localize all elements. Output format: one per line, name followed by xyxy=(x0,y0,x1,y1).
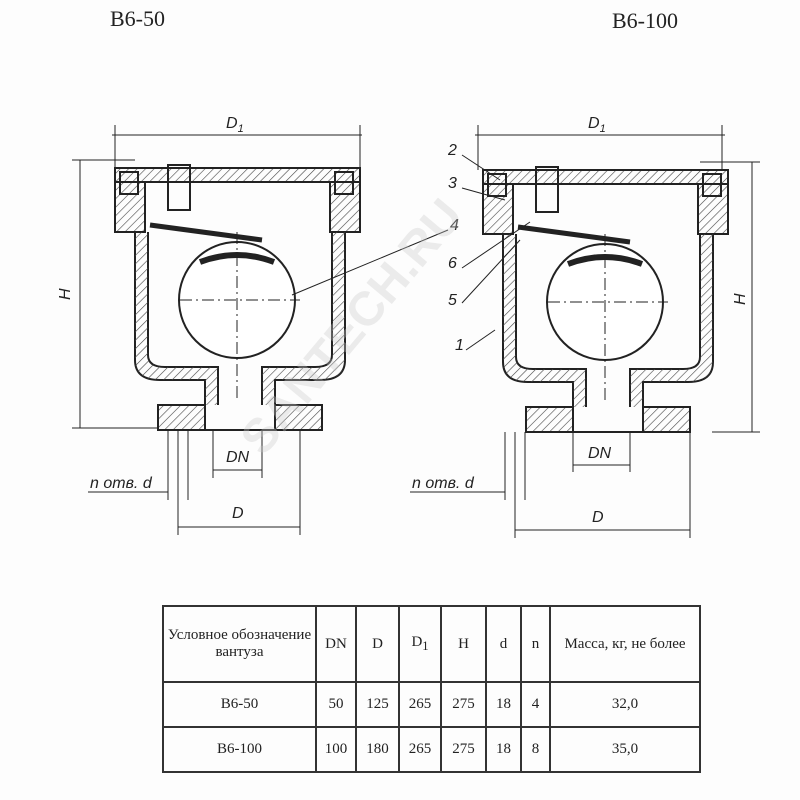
header-n: n xyxy=(520,605,551,683)
d-label-left: D xyxy=(232,505,244,522)
table-header-row: Условное обозначение вантуза DN D D1 H d… xyxy=(162,605,701,683)
dimension-lines xyxy=(72,125,760,538)
cell: 4 xyxy=(520,681,551,728)
cell: 8 xyxy=(520,726,551,773)
d1-label-left: D1 xyxy=(226,115,244,135)
dimension-labels: D1 D1 H H DN DN D D n отв. d n отв. d 1 … xyxy=(57,115,749,526)
header-designation: Условное обозначение вантуза xyxy=(162,605,317,683)
header-d-small: d xyxy=(485,605,522,683)
title-left: В6-50 xyxy=(110,6,165,31)
cell: 18 xyxy=(485,681,522,728)
holes-label-right: n отв. d xyxy=(412,475,475,492)
title-right: В6-100 xyxy=(612,8,678,33)
header-d1: D1 xyxy=(398,605,442,683)
cell: В6-50 xyxy=(162,681,317,728)
cell: 125 xyxy=(355,681,400,728)
cell: 265 xyxy=(398,681,442,728)
cell: 32,0 xyxy=(549,681,701,728)
callout-2: 2 xyxy=(447,142,457,159)
callout-6: 6 xyxy=(448,255,457,272)
header-mass: Масса, кг, не более xyxy=(549,605,701,683)
holes-label-left: n отв. d xyxy=(90,475,153,492)
header-d: D xyxy=(355,605,400,683)
callout-1: 1 xyxy=(455,337,464,354)
cell: 35,0 xyxy=(549,726,701,773)
dn-label-left: DN xyxy=(226,449,250,466)
h-label-right: H xyxy=(732,293,749,305)
dn-label-right: DN xyxy=(588,445,612,462)
cell: 18 xyxy=(485,726,522,773)
callout-3: 3 xyxy=(448,175,457,192)
cell: 180 xyxy=(355,726,400,773)
d1-label-right: D1 xyxy=(588,115,606,135)
valve-drawing-dn50 xyxy=(114,164,361,431)
cell: 275 xyxy=(440,681,487,728)
callout-4: 4 xyxy=(450,217,459,234)
cell: 275 xyxy=(440,726,487,773)
valve-drawings: D1 D1 H H DN DN D D n отв. d n отв. d 1 … xyxy=(57,115,760,538)
cell: 50 xyxy=(315,681,357,728)
spec-table: Условное обозначение вантуза DN D D1 H d… xyxy=(162,605,701,773)
callout-5: 5 xyxy=(448,292,457,309)
header-dn: DN xyxy=(315,605,357,683)
cell: 265 xyxy=(398,726,442,773)
h-label-left: H xyxy=(57,288,74,300)
cell: 100 xyxy=(315,726,357,773)
d-label-right: D xyxy=(592,509,604,526)
cell: В6-100 xyxy=(162,726,317,773)
valve-drawing-dn100 xyxy=(483,167,728,432)
header-h: H xyxy=(440,605,487,683)
